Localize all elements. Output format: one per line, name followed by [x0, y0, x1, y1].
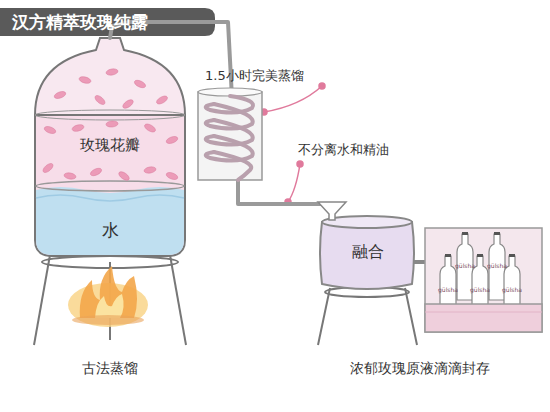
fusion-jar — [320, 216, 435, 289]
title-band — [0, 8, 215, 36]
node-text: 水 — [35, 220, 185, 240]
jar-stand — [318, 287, 417, 345]
condenser-coil — [198, 88, 262, 180]
still-pot-node: 玫瑰花瓣水 — [35, 38, 185, 256]
node-text: 融合 — [320, 242, 415, 261]
fire — [68, 266, 148, 327]
still-pot — [35, 38, 185, 256]
process-note: 不分离水和精油 — [298, 142, 408, 158]
distill-pipe — [110, 22, 332, 216]
node-text: 玫瑰花瓣 — [35, 136, 185, 154]
bottle-brand: gülsha — [487, 262, 507, 269]
bottle-brand: gülsha — [502, 286, 522, 293]
still-stand — [34, 255, 186, 345]
bottle-brand: gülsha — [470, 286, 490, 293]
process-note: 1.5小时完美蒸馏 — [205, 68, 325, 84]
fusion-jar-node: 融合 — [320, 216, 415, 290]
step-caption: 古法蒸馏 — [40, 360, 180, 377]
title-text: 汉方精萃玫瑰纯露 — [12, 11, 148, 34]
bottle-crate — [425, 228, 542, 332]
step-caption: 浓郁玫瑰原液滴滴封存 — [300, 360, 540, 377]
funnel — [318, 202, 346, 220]
bottle-brand: gülsha — [455, 262, 475, 269]
bottle-brand: gülsha — [438, 286, 458, 293]
